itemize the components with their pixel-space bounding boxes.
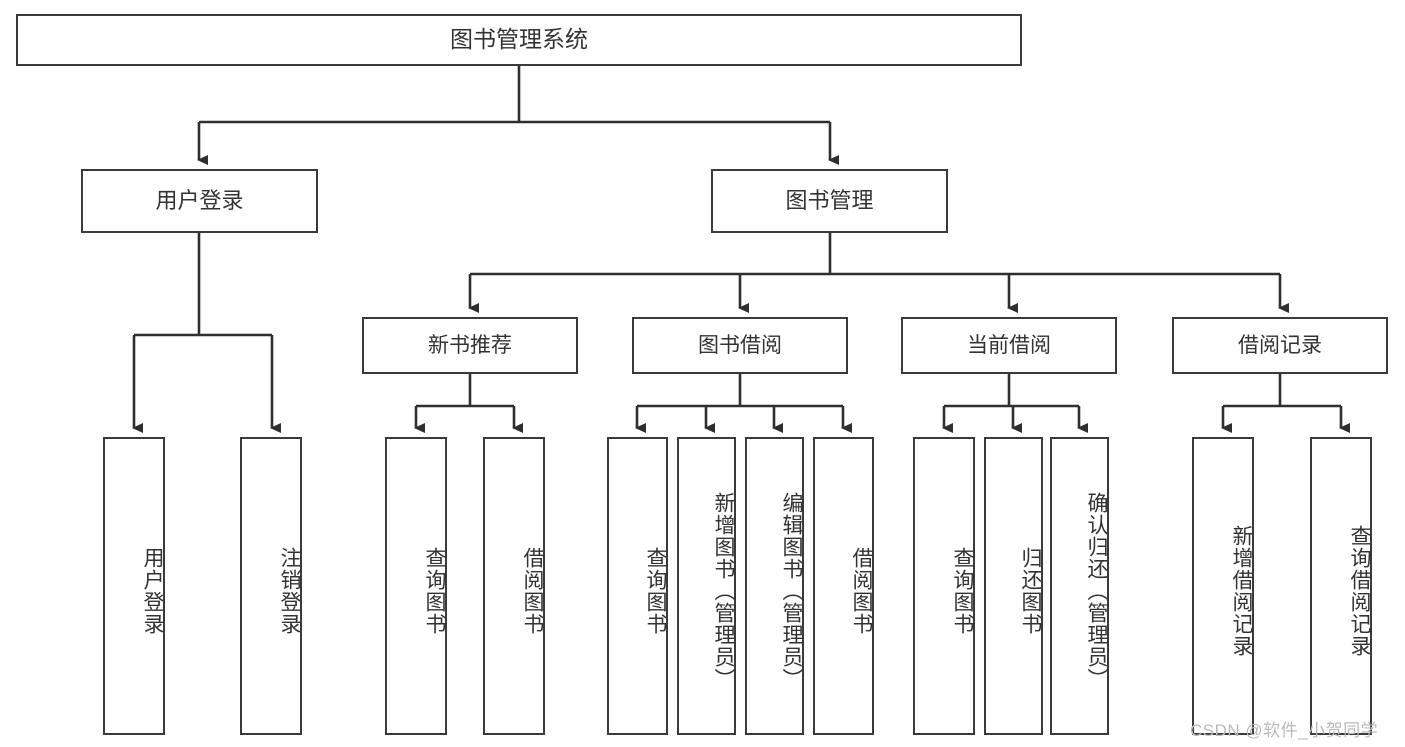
node-leaf-add-record-label: 新增借阅记录 — [1230, 525, 1253, 657]
node-user-login-label: 用户登录 — [155, 187, 244, 213]
node-leaf-query-book-2-label: 查询图书 — [644, 547, 667, 635]
node-root-label: 图书管理系统 — [450, 26, 588, 53]
node-leaf-add-book-label: 新增图书（管理员） — [712, 492, 735, 690]
node-leaf-borrow-book-2[interactable]: 借阅图书 — [813, 437, 874, 735]
node-leaf-borrow-book-1[interactable]: 借阅图书 — [483, 437, 545, 735]
node-book-borrow[interactable]: 图书借阅 — [632, 317, 848, 374]
node-borrow-record-label: 借阅记录 — [1238, 333, 1322, 357]
node-current-borrow[interactable]: 当前借阅 — [901, 317, 1117, 374]
node-leaf-user-login[interactable]: 用户登录 — [103, 437, 165, 735]
node-leaf-query-book-1[interactable]: 查询图书 — [385, 437, 447, 735]
node-leaf-logout-label: 注销登录 — [278, 547, 301, 635]
node-new-book-rec-label: 新书推荐 — [428, 333, 512, 357]
csdn-watermark: CSDN @软件_小贺同学 — [1190, 721, 1379, 740]
node-leaf-add-record[interactable]: 新增借阅记录 — [1192, 437, 1254, 735]
node-leaf-query-record[interactable]: 查询借阅记录 — [1310, 437, 1372, 735]
node-book-borrow-label: 图书借阅 — [698, 333, 782, 357]
node-leaf-borrow-book-1-label: 借阅图书 — [521, 547, 544, 635]
node-leaf-borrow-book-2-label: 借阅图书 — [850, 547, 873, 635]
node-leaf-query-record-label: 查询借阅记录 — [1348, 525, 1371, 657]
node-current-borrow-label: 当前借阅 — [967, 333, 1051, 357]
node-leaf-user-login-label: 用户登录 — [141, 547, 164, 635]
node-leaf-edit-book-label: 编辑图书（管理员） — [780, 492, 803, 690]
node-leaf-query-book-2[interactable]: 查询图书 — [607, 437, 668, 735]
node-leaf-query-book-3[interactable]: 查询图书 — [913, 437, 975, 735]
node-leaf-confirm-return-label: 确认归还（管理员） — [1085, 492, 1108, 690]
node-book-manage-label: 图书管理 — [785, 187, 874, 213]
node-leaf-add-book[interactable]: 新增图书（管理员） — [677, 437, 736, 735]
node-book-manage[interactable]: 图书管理 — [711, 169, 948, 233]
node-leaf-return-book[interactable]: 归还图书 — [984, 437, 1043, 735]
node-borrow-record[interactable]: 借阅记录 — [1172, 317, 1388, 374]
node-new-book-rec[interactable]: 新书推荐 — [362, 317, 578, 374]
node-leaf-query-book-1-label: 查询图书 — [423, 547, 446, 635]
node-leaf-query-book-3-label: 查询图书 — [951, 547, 974, 635]
node-user-login[interactable]: 用户登录 — [81, 169, 318, 233]
node-leaf-confirm-return[interactable]: 确认归还（管理员） — [1050, 437, 1109, 735]
node-leaf-logout[interactable]: 注销登录 — [240, 437, 302, 735]
node-leaf-return-book-label: 归还图书 — [1019, 547, 1042, 635]
node-root[interactable]: 图书管理系统 — [16, 14, 1022, 66]
node-leaf-edit-book[interactable]: 编辑图书（管理员） — [745, 437, 804, 735]
